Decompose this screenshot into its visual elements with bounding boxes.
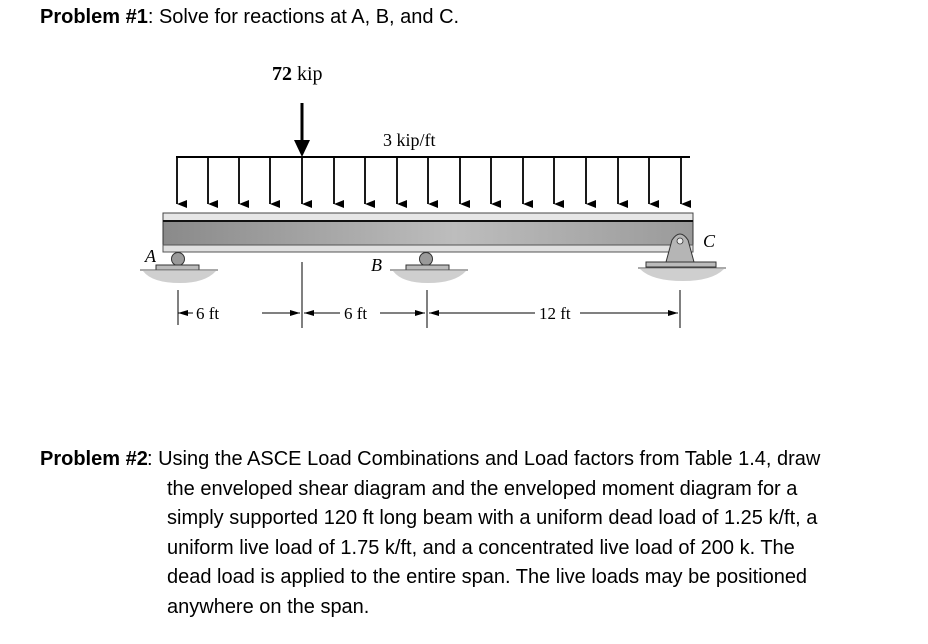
problem-1-text: : Solve for reactions at A, B, and C.: [147, 6, 460, 28]
problem-1-label: Problem #1: [40, 6, 148, 28]
problem-2-line-6: anywhere on the span.: [167, 595, 370, 618]
support-c-label: C: [703, 231, 716, 251]
dimension-label-a-load: 6 ft: [196, 304, 219, 323]
point-load-arrow-icon: [294, 140, 310, 157]
point-load-label: 72 kip: [272, 63, 323, 85]
beam-figure: 72 kip 3 kip/ft: [140, 63, 726, 328]
problem-2-line-2: the enveloped shear diagram and the enve…: [167, 477, 798, 500]
support-a-roller: A: [140, 246, 218, 283]
dimension-label-b-c: 12 ft: [539, 304, 571, 323]
problem-2-line-1: : Using the ASCE Load Combinations and L…: [147, 448, 821, 470]
point-load: 72 kip: [272, 63, 323, 157]
support-c-pin: C: [638, 231, 726, 281]
dimension-label-load-b: 6 ft: [344, 304, 367, 323]
udl-arrows-icon: [176, 157, 691, 208]
support-b-label: B: [371, 255, 382, 275]
problem-2-line-3: simply supported 120 ft long beam with a…: [167, 507, 818, 529]
problem-2-line-4: uniform live load of 1.75 k/ft, and a co…: [167, 536, 795, 559]
problem-2-label: Problem #2: [40, 448, 148, 470]
distributed-load-label: 3 kip/ft: [383, 130, 436, 150]
support-a-label: A: [144, 246, 157, 266]
problem-1-statement: Problem #1: Solve for reactions at A, B,…: [40, 6, 459, 29]
support-b-roller: B: [371, 252, 468, 283]
dimension-lines: [177, 262, 681, 328]
distributed-load: 3 kip/ft: [176, 130, 691, 208]
beam: [162, 212, 694, 253]
problem-2-line-5: dead load is applied to the entire span.…: [167, 566, 808, 588]
